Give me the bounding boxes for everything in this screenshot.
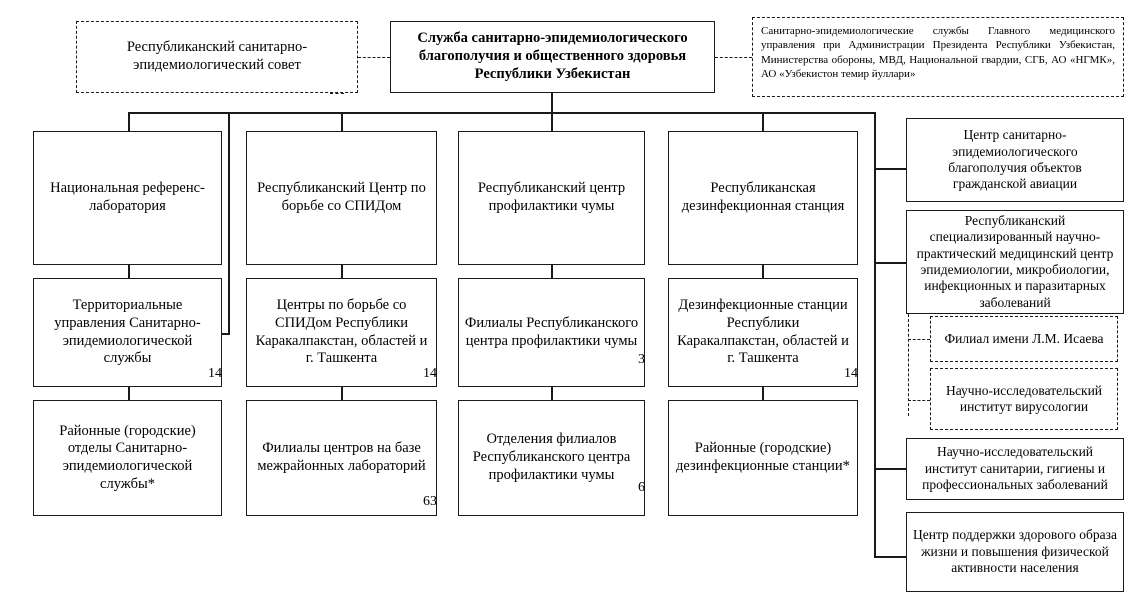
connector-main-to-affiliated (715, 57, 752, 58)
affiliated-services-label: Санитарно-эпидемиологические службы Глав… (761, 25, 1115, 80)
affiliated-services-box: Санитарно-эпидемиологические службы Глав… (752, 17, 1124, 97)
col3-level3-label: Отделения филиалов Республиканского цент… (472, 431, 631, 483)
main-service-box: Служба санитарно-эпидемиологического бла… (390, 21, 715, 93)
col2-level1-box: Республиканский Центр по борьбе со СПИДо… (246, 131, 437, 265)
col3-level1-box: Республиканский центр профилактики чумы (458, 131, 645, 265)
sanitation-institute-label: Научно-исследовательский институт санита… (922, 444, 1108, 493)
connector-right-stub-4 (874, 556, 906, 558)
col4-level1-box: Республиканская дезинфекционная станция (668, 131, 858, 265)
connector-col1-l1-l2 (128, 265, 130, 278)
col2-level2-label: Центры по борьбе со СПИДом Республики Ка… (255, 297, 428, 367)
connector-distribution-bar (128, 112, 875, 114)
col4-level2-count: 14 (844, 366, 858, 381)
col1-level2-count: 14 (208, 366, 222, 381)
col3-level2-label: Филиалы Республиканского центра профилак… (464, 314, 639, 349)
col1-level2-label: Территориальные управления Санитарно-эпи… (54, 297, 201, 367)
connector-col3-l2-l3 (551, 387, 553, 400)
connector-subbranch-stub-2 (908, 400, 930, 401)
col4-level2-box: Дезинфекционные станции Республики Карак… (668, 278, 858, 387)
aviation-center-label: Центр санитарно-эпидемиологического благ… (948, 127, 1082, 192)
connector-subbranch-trunk (908, 314, 909, 416)
scientific-practical-center-label: Республиканский специализированный научн… (916, 212, 1114, 310)
healthy-lifestyle-center-box: Центр поддержки здорового образа жизни и… (906, 512, 1124, 592)
col1-level3-box: Районные (городские) отделы Санитарно-эп… (33, 400, 222, 516)
connector-col1-drop (128, 112, 130, 131)
connector-col4-l1-l2 (762, 265, 764, 278)
aviation-center-box: Центр санитарно-эпидемиологического благ… (906, 118, 1124, 202)
connector-advisory-to-main (358, 57, 390, 58)
col4-level3-label: Районные (городские) дезинфекционные ста… (676, 440, 850, 474)
advisory-council-box: Республиканский санитарно-эпидемиологиче… (76, 21, 358, 93)
connector-col3-l1-l2 (551, 265, 553, 278)
col3-level3-count: 6 (638, 480, 645, 495)
virology-institute-box: Научно-исследовательский институт вирусо… (930, 368, 1118, 430)
col4-level1-label: Республиканская дезинфекционная станция (681, 180, 845, 214)
col2-level2-box: Центры по борьбе со СПИДом Республики Ка… (246, 278, 437, 387)
advisory-council-label: Республиканский санитарно-эпидемиологиче… (126, 39, 308, 73)
virology-institute-label: Научно-исследовательский институт вирусо… (945, 382, 1103, 414)
connector-main-trunk (551, 93, 553, 112)
col3-level1-label: Республиканский центр профилактики чумы (477, 180, 626, 214)
connector-col4-drop (762, 112, 764, 131)
connector-col2-drop (341, 112, 343, 131)
col1-level3-label: Районные (городские) отделы Санитарно-эп… (59, 422, 196, 492)
col3-level2-count: 3 (638, 352, 645, 367)
connector-col2-l2-l3 (341, 387, 343, 400)
connector-col4-l2-l3 (762, 387, 764, 400)
connector-right-stub-2 (874, 262, 906, 264)
connector-right-stub-1 (874, 168, 906, 170)
connector-right-stub-3 (874, 468, 906, 470)
connector-col1-l2-l3 (128, 387, 130, 400)
isaev-branch-box: Филиал имени Л.М. Исаева (930, 316, 1118, 362)
col1-level1-label: Национальная референс-лаборатория (50, 180, 205, 214)
col3-level2-box: Филиалы Республиканского центра профилак… (458, 278, 645, 387)
connector-subbranch-stub-1 (908, 339, 930, 340)
col2-level2-count: 14 (423, 366, 437, 381)
col2-level1-label: Республиканский Центр по борьбе со СПИДо… (257, 180, 426, 214)
connector-side-branch-horizontal (222, 333, 230, 335)
connector-advisory-elbow-horizontal (330, 93, 344, 94)
col1-level1-box: Национальная референс-лаборатория (33, 131, 222, 265)
main-service-label: Служба санитарно-эпидемиологического бла… (417, 30, 688, 82)
healthy-lifestyle-center-label: Центр поддержки здорового образа жизни и… (913, 527, 1117, 576)
col3-level3-box: Отделения филиалов Республиканского цент… (458, 400, 645, 516)
connector-col3-drop (551, 112, 553, 131)
col2-level3-box: Филиалы центров на базе межрайонных лабо… (246, 400, 437, 516)
scientific-practical-center-box: Республиканский специализированный научн… (906, 210, 1124, 314)
col1-level2-box: Территориальные управления Санитарно-эпи… (33, 278, 222, 387)
col2-level3-count: 63 (423, 494, 437, 509)
connector-col2-l1-l2 (341, 265, 343, 278)
connector-side-branch-vertical (228, 112, 230, 334)
isaev-branch-label: Филиал имени Л.М. Исаева (944, 330, 1104, 346)
sanitation-institute-box: Научно-исследовательский институт санита… (906, 438, 1124, 500)
col2-level3-label: Филиалы центров на базе межрайонных лабо… (257, 440, 426, 474)
connector-right-trunk (874, 112, 876, 556)
col4-level3-box: Районные (городские) дезинфекционные ста… (668, 400, 858, 516)
col4-level2-label: Дезинфекционные станции Республики Карак… (677, 297, 849, 367)
